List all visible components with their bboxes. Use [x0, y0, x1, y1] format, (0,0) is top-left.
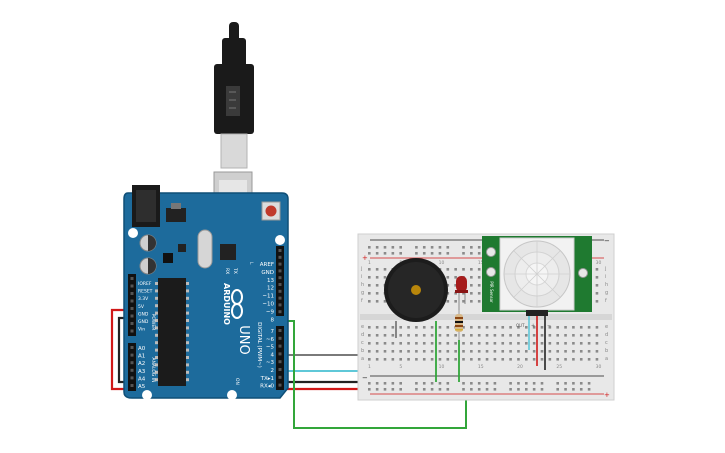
analog-pin-label: A2 — [138, 361, 145, 367]
analog-label: ANALOG IN — [150, 357, 156, 382]
row-letter: f — [605, 298, 607, 304]
pin-label: ~6 — [266, 337, 275, 343]
pin-label: ~3 — [266, 360, 275, 366]
pir-sensor[interactable]: PIR Sensor + OUT − — [482, 236, 592, 370]
row-letter: g — [605, 290, 608, 296]
row-letter: c — [361, 340, 364, 346]
analog-pin-label: A5 — [138, 384, 146, 390]
column-number: 20 — [517, 364, 523, 370]
rail-minus-label-tr: − — [604, 237, 610, 245]
power-pin-label: 3.3V — [138, 296, 149, 302]
red-led[interactable] — [455, 276, 468, 312]
pin-label: ~5 — [266, 345, 275, 351]
digital-header-bottom — [276, 326, 284, 390]
pin-label: 12 — [267, 286, 274, 292]
column-number: 25 — [556, 364, 562, 370]
rail-plus-label-tl: + — [362, 254, 368, 262]
analog-pin-label: A4 — [138, 376, 146, 382]
row-letter: e — [605, 324, 608, 330]
digital-header-top — [276, 246, 284, 316]
pin-label: GND — [261, 270, 274, 276]
pir-pin-plus: + — [531, 323, 535, 329]
column-number: 10 — [439, 364, 445, 370]
arduino-infinity-logo — [231, 289, 243, 319]
pin-label: 4 — [271, 352, 275, 358]
row-letter: c — [605, 340, 608, 346]
led-l-label: L — [248, 262, 254, 265]
arduino-logo-text: ARDUINO — [222, 283, 231, 325]
row-letter: i — [361, 274, 362, 280]
rail-plus-label-br: + — [604, 391, 610, 399]
pin-label: ~10 — [262, 302, 274, 308]
column-number: 15 — [478, 260, 484, 266]
analog-header — [128, 343, 136, 391]
pin-label: ~9 — [266, 309, 275, 315]
usb-cable[interactable] — [213, 22, 254, 223]
piezo-buzzer[interactable] — [384, 258, 448, 382]
analog-pin-label: A1 — [138, 354, 145, 360]
analog-pin-label: A0 — [138, 346, 146, 352]
row-letter: g — [361, 290, 364, 296]
uno-label: UNO — [236, 325, 251, 354]
row-letter: j — [604, 266, 606, 272]
row-letter: h — [361, 282, 364, 288]
arduino-uno-board[interactable]: AREF GND 13 12 ~11 ~10~9 8 7 ~6 ~54 ~3 2TX▸1RX◂0 I… — [123, 185, 289, 400]
power-label: POWER — [150, 314, 156, 331]
power-pin-label: IOREF — [138, 281, 152, 287]
digital-label: DIGITAL (PWM~) — [256, 322, 262, 368]
row-letter: i — [605, 274, 606, 280]
pin-label: 8 — [271, 317, 275, 323]
pin-label: ~11 — [262, 294, 274, 300]
row-letter: f — [361, 298, 363, 304]
row-letter: a — [605, 356, 608, 362]
tx-label: TX — [232, 267, 238, 274]
analog-pin-label: A3 — [138, 369, 146, 375]
power-pin-label: Vin — [138, 327, 145, 333]
atmega-chip — [155, 278, 189, 386]
pin-label: TX▸1 — [260, 376, 274, 382]
row-letter: e — [361, 324, 364, 330]
pir-pin-out: OUT — [516, 323, 525, 328]
power-pin-label: RESET — [138, 289, 153, 295]
rail-minus-label-bl: − — [362, 374, 368, 382]
row-letter: a — [361, 356, 364, 362]
pin-label: 7 — [271, 329, 275, 335]
pir-side-text: PIR Sensor — [489, 281, 494, 303]
column-number: 5 — [399, 364, 402, 370]
row-letter: d — [361, 332, 364, 338]
reset-button[interactable] — [261, 201, 281, 221]
pin-label: AREF — [260, 262, 274, 268]
resistor[interactable] — [455, 310, 463, 382]
pin-label: RX◂0 — [260, 384, 274, 390]
pin-label: 13 — [267, 278, 274, 284]
power-pin-label: 5V — [138, 304, 145, 310]
row-letter: d — [605, 332, 608, 338]
pir-pin-minus: − — [547, 323, 551, 329]
row-letter: b — [605, 348, 608, 354]
column-number: 10 — [439, 260, 445, 266]
column-number: 1 — [368, 364, 371, 370]
pin-label: 2 — [271, 368, 275, 374]
column-number: 1 — [368, 260, 371, 266]
power-header — [128, 274, 136, 336]
column-number: 15 — [478, 364, 484, 370]
power-pin-label: GND — [138, 311, 149, 317]
column-number: 30 — [596, 364, 602, 370]
power-pin-label: GND — [138, 319, 149, 325]
on-label: ON — [234, 378, 240, 385]
column-number: 30 — [596, 260, 602, 266]
row-letter: j — [360, 266, 362, 272]
row-letter: b — [361, 348, 364, 354]
row-letter: h — [605, 282, 608, 288]
rx-label: RX — [224, 268, 230, 274]
